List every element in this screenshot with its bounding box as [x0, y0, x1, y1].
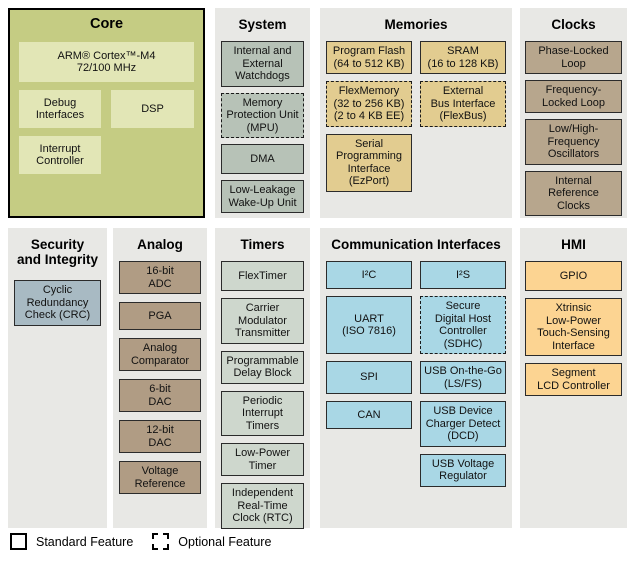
optional-feature-swatch [152, 533, 170, 550]
block-can: CAN [326, 401, 412, 429]
block-programmable-delay-block: Programmable Delay Block [221, 350, 304, 384]
analog-title: Analog [137, 237, 183, 252]
block-sdhc: Secure Digital Host Controller (SDHC) [420, 296, 506, 354]
block-usb-dcd: USB Device Charger Detect (DCD) [420, 401, 506, 447]
block-sram: SRAM (16 to 128 KB) [420, 41, 506, 74]
analog-stack: 16-bit ADC PGA Analog Comparator 6-bit D… [119, 261, 201, 494]
top-row: Core ARM® Cortex™-M4 72/100 MHz Debug In… [8, 8, 627, 218]
block-interrupt-controller: Interrupt Controller [19, 136, 101, 174]
section-security: Security and Integrity Cyclic Redundancy… [8, 228, 107, 528]
block-gpio: GPIO [525, 261, 622, 291]
comm-title: Communication Interfaces [331, 237, 501, 252]
block-segment-lcd-controller: Segment LCD Controller [525, 363, 622, 396]
section-clocks: Clocks Phase-Locked Loop Frequency- Lock… [520, 8, 627, 218]
timers-stack: FlexTimer Carrier Modulator Transmitter … [221, 261, 304, 529]
memories-grid: Program Flash (64 to 512 KB) SRAM (16 to… [326, 41, 506, 192]
block-external-bus-interface: External Bus Interface (FlexBus) [420, 81, 506, 127]
memories-title: Memories [384, 17, 448, 32]
section-system: System Internal and External Watchdogs M… [215, 8, 310, 218]
block-pll: Phase-Locked Loop [525, 41, 622, 74]
block-usb-voltage-regulator: USB Voltage Regulator [420, 453, 506, 487]
security-title: Security and Integrity [16, 237, 98, 267]
timers-title: Timers [240, 237, 285, 252]
system-title: System [238, 17, 287, 32]
legend: Standard Feature Optional Feature [10, 533, 271, 550]
block-analog-comparator: Analog Comparator [119, 338, 201, 371]
block-internal-reference-clocks: Internal Reference Clocks [525, 170, 622, 216]
block-12bit-dac: 12-bit DAC [119, 420, 201, 453]
security-stack: Cyclic Redundancy Check (CRC) [14, 276, 101, 326]
bottom-row: Security and Integrity Cyclic Redundancy… [8, 228, 627, 529]
section-analog: Analog 16-bit ADC PGA Analog Comparator … [113, 228, 207, 528]
block-debug-interfaces: Debug Interfaces [19, 90, 101, 128]
block-arm-cortex-m4: ARM® Cortex™-M4 72/100 MHz [19, 42, 194, 82]
clocks-stack: Phase-Locked Loop Frequency- Locked Loop… [525, 41, 622, 216]
section-memories: Memories Program Flash (64 to 512 KB) SR… [320, 8, 512, 218]
section-hmi: HMI GPIO Xtrinsic Low-Power Touch-Sensin… [520, 228, 627, 528]
block-llwu: Low-Leakage Wake-Up Unit [221, 180, 304, 213]
block-voltage-reference: Voltage Reference [119, 461, 201, 494]
standard-feature-label: Standard Feature [36, 534, 134, 549]
block-rtc: Independent Real-Time Clock (RTC) [221, 483, 304, 529]
block-6bit-dac: 6-bit DAC [119, 379, 201, 412]
section-core: Core ARM® Cortex™-M4 72/100 MHz Debug In… [8, 8, 205, 218]
block-i2s: I²S [420, 261, 506, 289]
hmi-stack: GPIO Xtrinsic Low-Power Touch-Sensing In… [525, 261, 622, 396]
comm-grid: I²C I²S UART (ISO 7816) Secure Digital H… [326, 261, 506, 487]
block-fll: Frequency- Locked Loop [525, 80, 622, 113]
block-spi: SPI [326, 361, 412, 394]
block-crc: Cyclic Redundancy Check (CRC) [14, 280, 101, 326]
block-carrier-modulator-transmitter: Carrier Modulator Transmitter [221, 298, 304, 344]
block-oscillators: Low/High- Frequency Oscillators [525, 119, 622, 165]
block-xtrinsic-touch-sensing: Xtrinsic Low-Power Touch-Sensing Interfa… [525, 298, 622, 356]
block-periodic-interrupt-timers: Periodic Interrupt Timers [221, 390, 304, 436]
block-ezport: Serial Programming Interface (EzPort) [326, 133, 412, 192]
block-dsp: DSP [111, 90, 194, 128]
block-program-flash: Program Flash (64 to 512 KB) [326, 41, 412, 74]
core-title: Core [89, 16, 124, 32]
block-usb-otg: USB On-the-Go (LS/FS) [420, 361, 506, 394]
block-i2c: I²C [326, 261, 412, 289]
clocks-title: Clocks [551, 17, 596, 32]
section-timers: Timers FlexTimer Carrier Modulator Trans… [215, 228, 310, 529]
block-watchdogs: Internal and External Watchdogs [221, 41, 304, 87]
core-middle-row: Debug Interfaces DSP [19, 90, 194, 128]
block-uart: UART (ISO 7816) [326, 296, 412, 354]
system-stack: Internal and External Watchdogs Memory P… [221, 41, 304, 213]
standard-feature-swatch [10, 533, 27, 550]
block-flextimer: FlexTimer [221, 261, 304, 291]
block-low-power-timer: Low-Power Timer [221, 443, 304, 476]
block-pga: PGA [119, 302, 201, 330]
section-communication-interfaces: Communication Interfaces I²C I²S UART (I… [320, 228, 512, 528]
block-mpu: Memory Protection Unit (MPU) [221, 92, 304, 138]
hmi-title: HMI [561, 237, 586, 252]
block-flexmemory: FlexMemory (32 to 256 KB) (2 to 4 KB EE) [326, 81, 412, 127]
block-16bit-adc: 16-bit ADC [119, 261, 201, 294]
optional-feature-label: Optional Feature [178, 534, 272, 549]
block-dma: DMA [221, 144, 304, 174]
